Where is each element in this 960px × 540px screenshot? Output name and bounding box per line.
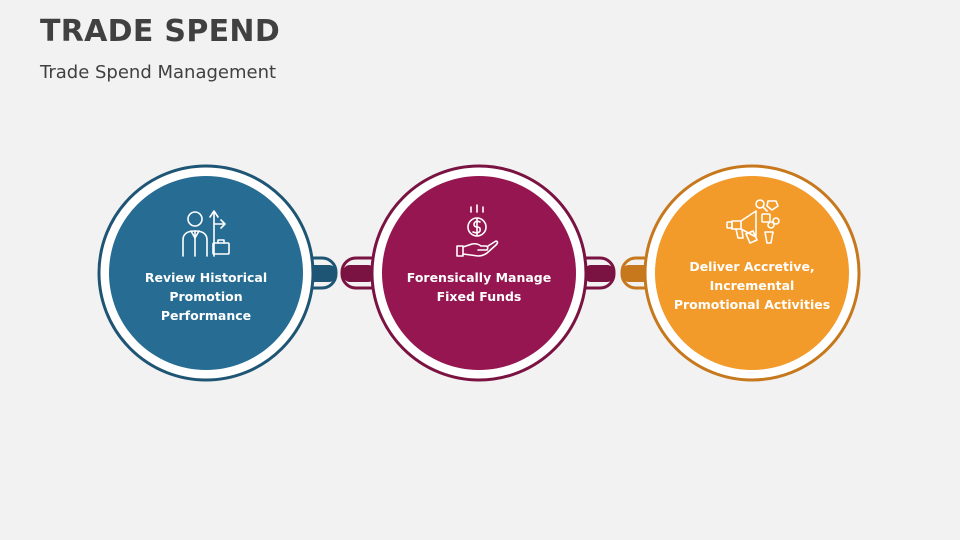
step-2-circle xyxy=(370,164,588,382)
connector-2-3 xyxy=(580,256,660,290)
step-1-circle xyxy=(97,164,315,382)
page-title: TRADE SPEND xyxy=(40,14,281,49)
step-2-label: Forensically Manage Fixed Funds xyxy=(406,270,552,304)
megaphone-promotion-icon xyxy=(726,199,780,244)
step-3-circle xyxy=(643,164,861,382)
step-1-label: Review Historical Promotion Performance xyxy=(144,270,268,323)
page-subtitle: Trade Spend Management xyxy=(40,62,277,83)
money-hand-icon xyxy=(456,204,499,257)
step-3-label: Deliver Accretive, Incremental Promotion… xyxy=(673,259,831,312)
businessman-growth-icon xyxy=(182,210,230,257)
